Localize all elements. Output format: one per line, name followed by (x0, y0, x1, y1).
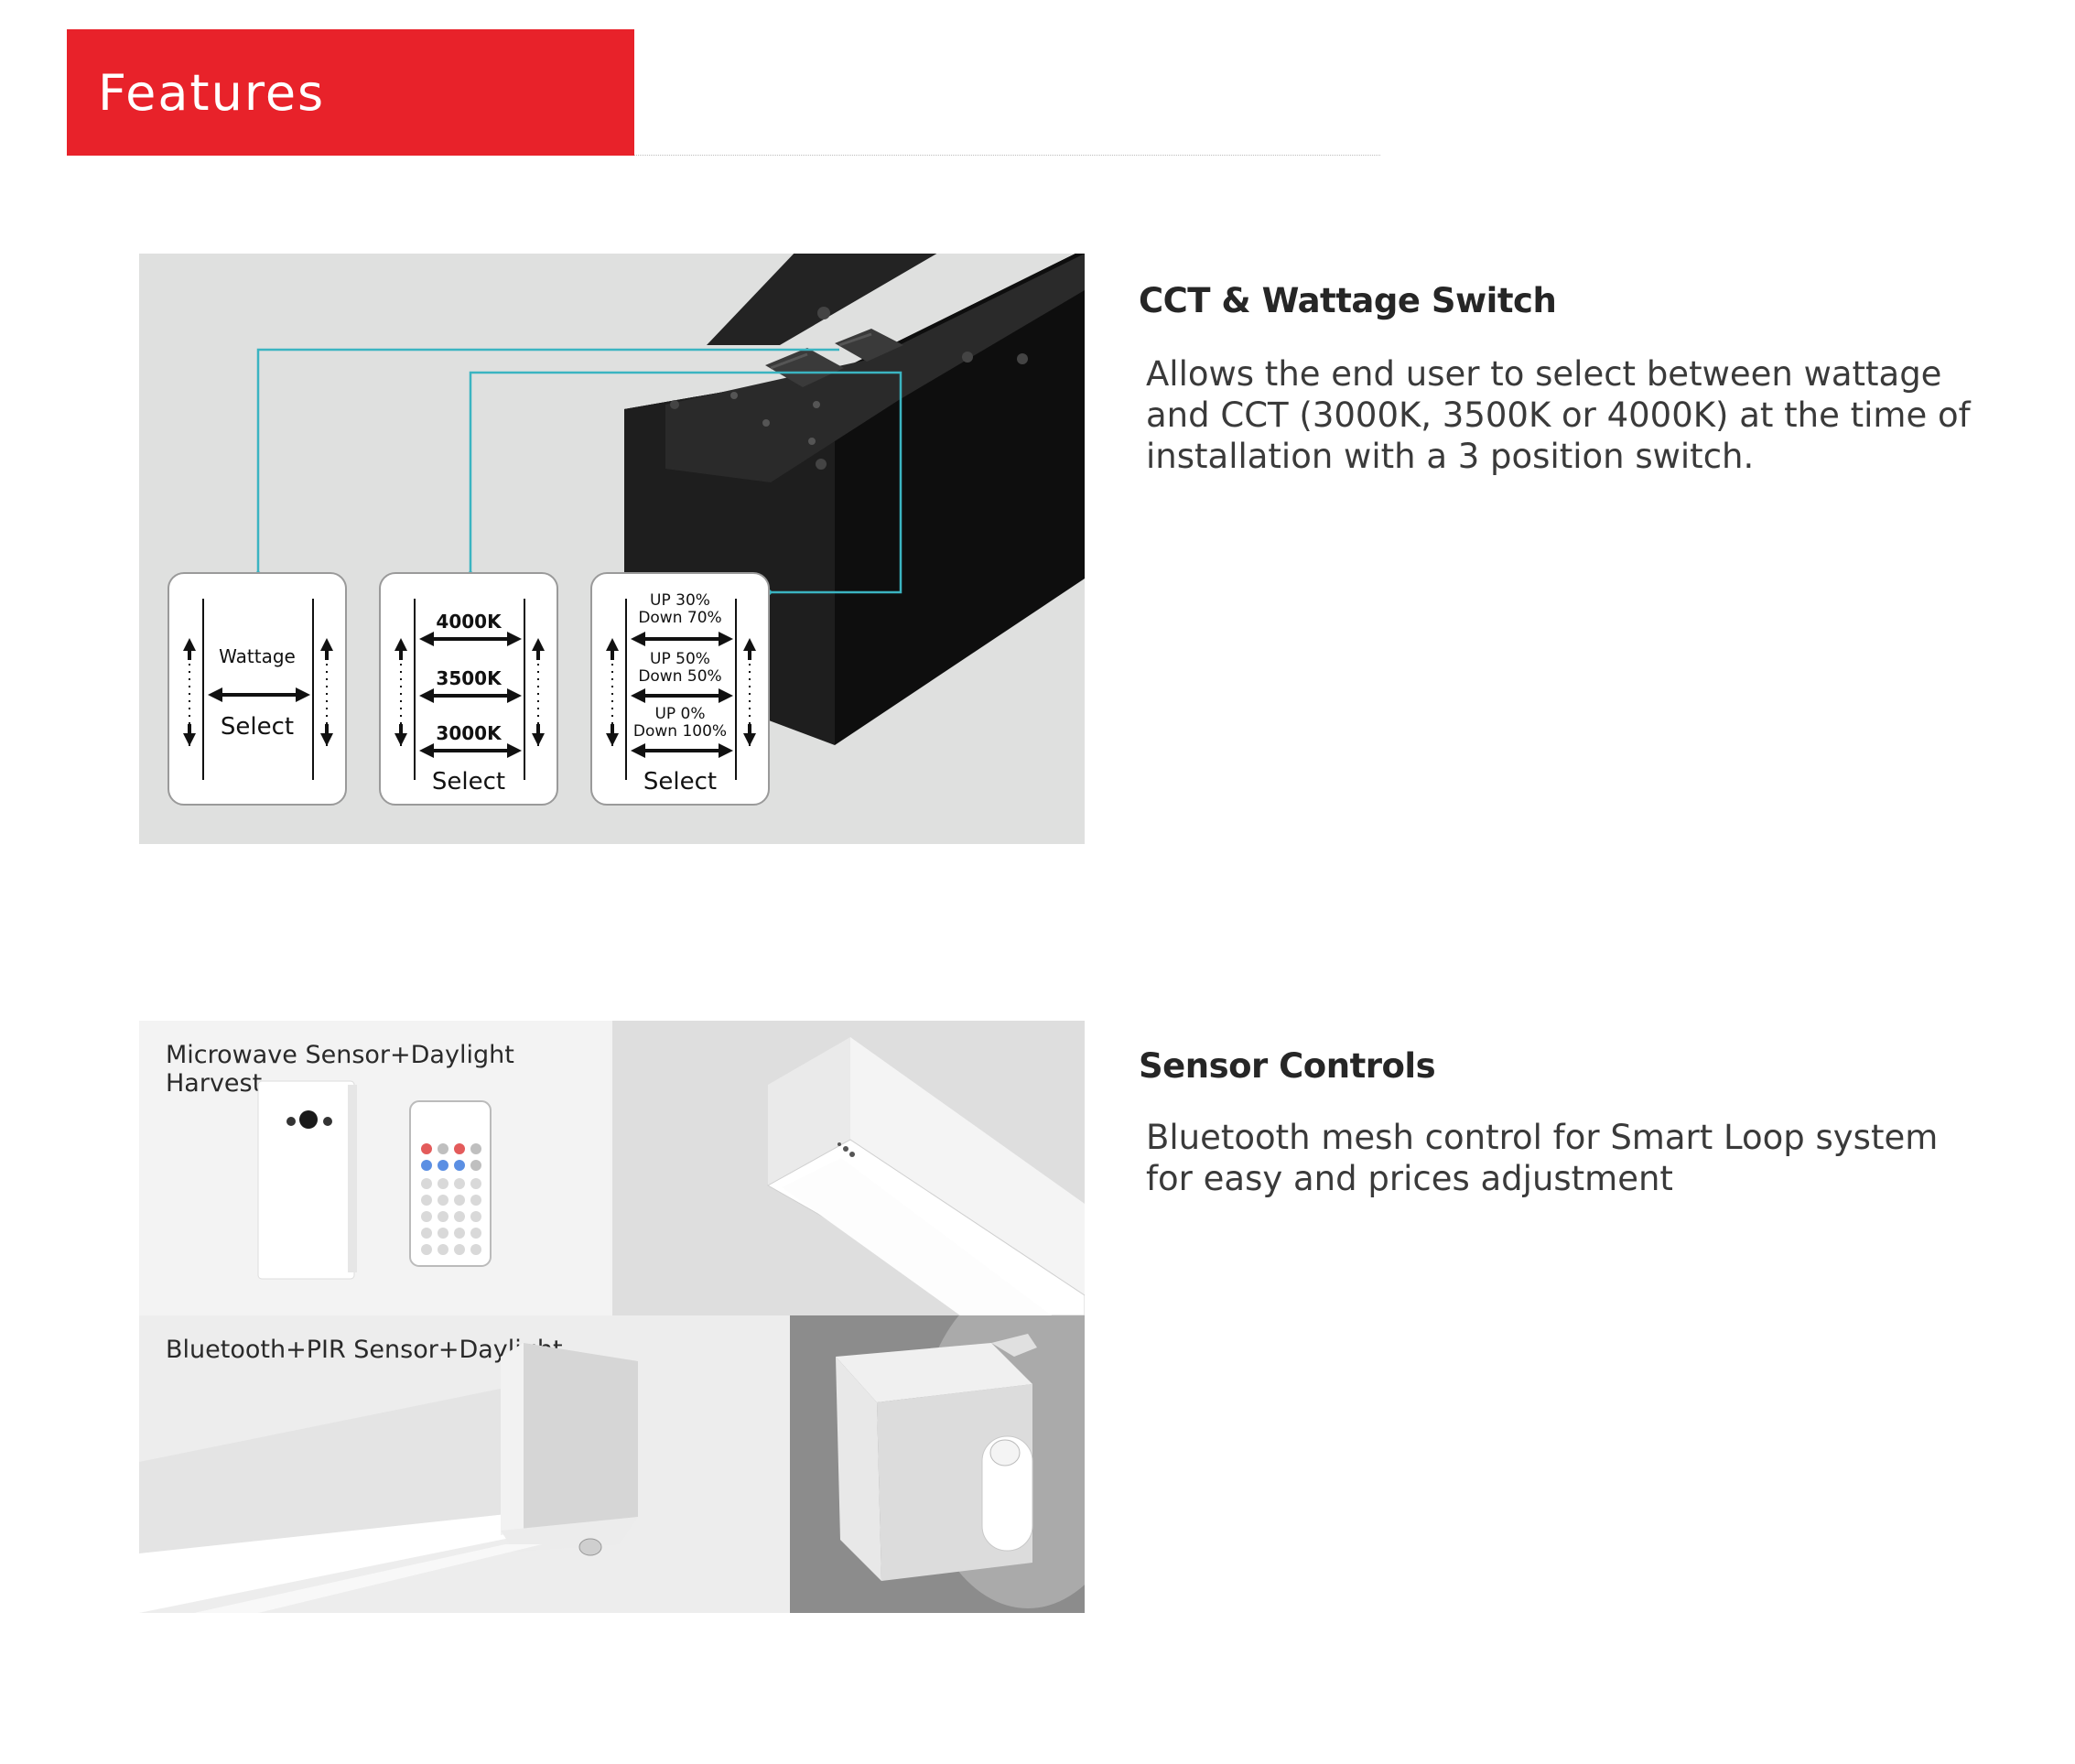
white-fixture-drawing (766, 1037, 1085, 1315)
wattage-select-label: Select (220, 713, 295, 741)
cct-section-description: Allows the end user to select between wa… (1146, 353, 1971, 477)
pir-sensor-panel: Bluetooth+PIR Sensor+Daylight (139, 1315, 790, 1613)
sensor-section-description: Bluetooth mesh control for Smart Loop sy… (1146, 1117, 1938, 1199)
updown-option-2-up: UP 50% (650, 650, 710, 668)
microwave-sensor-caption: Microwave Sensor+Daylight Harvest (166, 1041, 514, 1098)
cct-option-3500k: 3500K (436, 667, 502, 689)
cct-card-arrows (394, 599, 545, 780)
connector-line-wattage (256, 348, 839, 574)
connector-line-cct (469, 371, 771, 574)
wattage-card: Wattage Select (168, 572, 347, 806)
wattage-label: Wattage (219, 645, 296, 667)
cct-section-title: CCT & Wattage Switch (1139, 281, 1557, 320)
updown-card-arrows (606, 599, 756, 780)
updown-option-3: UP 0% Down 100% (592, 706, 768, 741)
sensor-description-line-1: Bluetooth mesh control for Smart Loop sy… (1146, 1118, 1939, 1157)
header-divider (634, 155, 1380, 156)
cct-option-4000k: 4000K (436, 611, 502, 633)
cct-description-line-2: and CCT (3000K, 3500K or 4000K) at the t… (1146, 395, 1971, 435)
updown-option-1-up: UP 30% (650, 591, 710, 610)
cct-switch (835, 329, 903, 362)
updown-option-3-up: UP 0% (654, 705, 706, 723)
connector-line-updown (769, 371, 902, 594)
cct-switch-illustration: Wattage Select 4000K 3500K 3000K Select (139, 254, 1085, 844)
cct-card: 4000K 3500K 3000K Select (379, 572, 558, 806)
updown-option-2-down: Down 50% (638, 667, 722, 686)
sensor-end-cap-panel (790, 1315, 1085, 1613)
cct-description-line-1: Allows the end user to select between wa… (1146, 354, 1942, 394)
updown-option-1: UP 30% Down 70% (592, 592, 768, 627)
wattage-switch (765, 348, 844, 387)
updown-option-2: UP 50% Down 50% (592, 651, 768, 686)
pir-fixture-drawing (139, 1343, 638, 1613)
fixture-end-view-panel (612, 1021, 1085, 1315)
features-banner: Features (67, 29, 634, 156)
cct-description-line-3: installation with a 3 position switch. (1146, 437, 1755, 476)
cct-select-label: Select (431, 768, 506, 795)
end-cap-drawing (790, 1315, 1085, 1613)
sensor-section-title: Sensor Controls (1139, 1046, 1436, 1086)
pir-sensor-caption: Bluetooth+PIR Sensor+Daylight (166, 1336, 563, 1364)
remote-control-icon (409, 1100, 492, 1267)
updown-option-1-down: Down 70% (638, 609, 722, 627)
updown-select-label: Select (643, 768, 718, 795)
microwave-sensor-panel: Microwave Sensor+Daylight Harvest (139, 1021, 612, 1315)
features-title: Features (98, 64, 326, 122)
updown-option-3-down: Down 100% (632, 722, 728, 741)
updown-card: UP 30% Down 70% UP 50% Down 50% UP 0% Do… (590, 572, 770, 806)
sensor-and-remote-drawing (257, 1080, 492, 1280)
sensor-description-line-2: for easy and prices adjustment (1146, 1159, 1673, 1198)
wattage-card-arrows (183, 599, 333, 780)
cct-option-3000k: 3000K (436, 722, 502, 744)
